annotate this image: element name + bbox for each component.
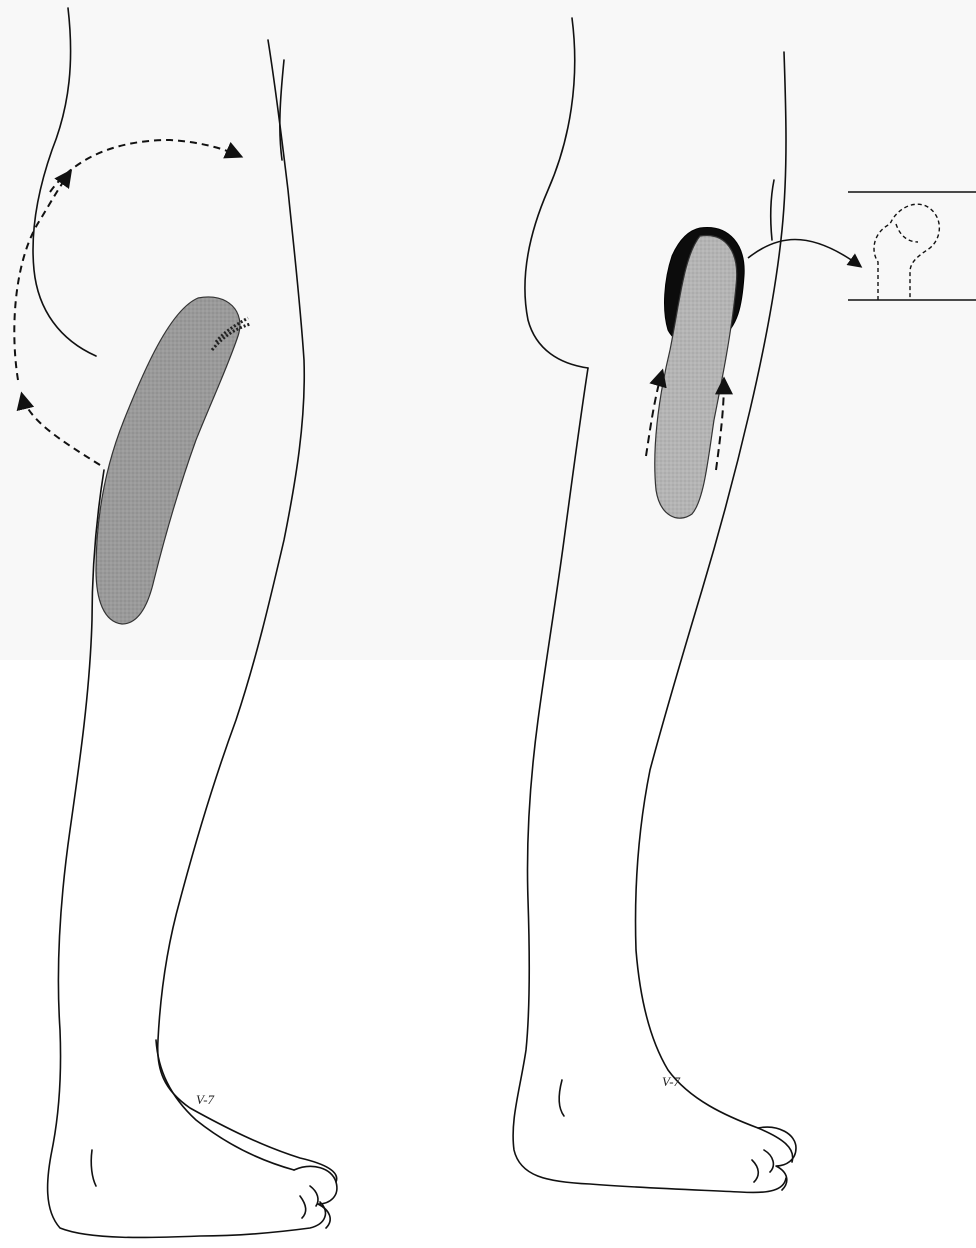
right-leg-heel-mark [559, 1080, 564, 1116]
left-leg-calf-contour [156, 1040, 294, 1170]
right-signature: V-7 [662, 1074, 681, 1089]
right-leg-toes [752, 1127, 796, 1190]
left-leg-toes [294, 1166, 337, 1228]
left-signature: V-7 [196, 1092, 215, 1107]
left-leg-heel-mark [91, 1150, 96, 1186]
